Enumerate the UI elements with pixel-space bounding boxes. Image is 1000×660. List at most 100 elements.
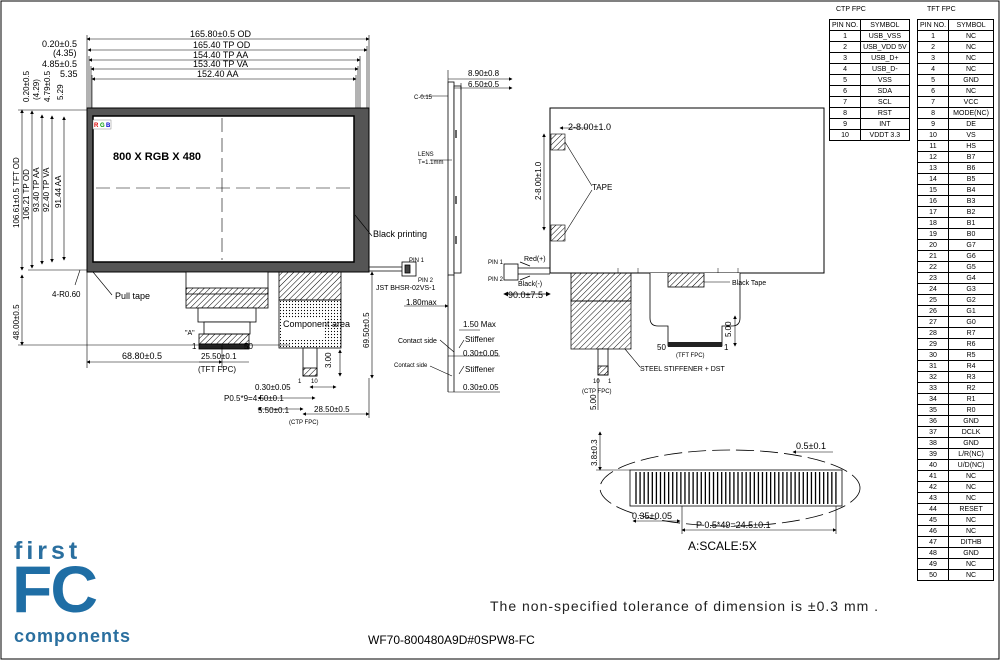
tft-symbol: B6: [948, 162, 995, 174]
tft-pin-no: 27: [916, 316, 950, 328]
tft-symbol: GND: [948, 547, 995, 559]
dim-left-2: (4.35): [53, 48, 77, 58]
tft-pin-no: 31: [916, 360, 950, 372]
back-tape-dim: 2-8.00±1.0: [568, 122, 611, 132]
tft-symbol: DITHB: [948, 536, 995, 548]
ctp-pin-no: 4: [828, 63, 862, 75]
tft-pin-no: 37: [916, 426, 950, 438]
stiffener-1: Stiffener: [465, 335, 495, 344]
tft-symbol: R3: [948, 371, 995, 383]
tft-symbol: NC: [948, 63, 995, 75]
tft-pin-no: 6: [916, 85, 950, 97]
ctp-pin-no: 3: [828, 52, 862, 64]
tft-symbol: R6: [948, 338, 995, 350]
connector-label: JST BHSR-02VS-1: [376, 285, 435, 292]
logo-fc: FC: [12, 552, 98, 626]
rgb-marker: R G B: [92, 119, 112, 130]
dim-vert-top-1: 0.20±0.5: [22, 70, 31, 102]
svg-text:B: B: [106, 123, 111, 129]
pin2-label: PIN 2: [418, 278, 434, 284]
tft-pin-no: 43: [916, 492, 950, 504]
dim-030-side-2: 0.30±0.05: [463, 383, 499, 392]
tft-pin-no: 44: [916, 503, 950, 515]
ctp-symbol: USB_D+: [860, 52, 910, 64]
ctp-pin-no: 2: [828, 41, 862, 53]
dim-width-5: 152.40 AA: [197, 69, 239, 79]
ctp-fpc-label: (CTP FPC): [289, 420, 319, 426]
center-lines: [96, 118, 350, 260]
pin10-back: 10: [593, 379, 600, 385]
ctp-pin-no: 1: [828, 30, 862, 42]
tft-symbol: B5: [948, 173, 995, 185]
dim-6950: 69.50±0.5: [362, 312, 371, 348]
red-wire: Red(+): [524, 256, 546, 263]
tft-pin-no: 20: [916, 239, 950, 251]
tft-symbol: G6: [948, 250, 995, 262]
ctp-pin-no: 6: [828, 85, 862, 97]
radius-label: 4-R0.60: [52, 290, 81, 299]
dim-500: 5.00: [724, 321, 733, 337]
front-view: 165.80±0.5 OD 165.40 TP OD 154.40 TP AA …: [12, 29, 435, 426]
lens-thickness: T=1.1mm: [418, 160, 444, 166]
logo-first: first: [14, 537, 82, 565]
tft-symbol: NC: [948, 492, 995, 504]
tape-label: TAPE: [592, 183, 612, 192]
side-view: 8.90±0.8 6.50±0.5 C-0.15 LENS T=1.1mm 1.…: [394, 69, 513, 393]
tft-pin-no: 33: [916, 382, 950, 394]
ctp-pin-no: 10: [828, 129, 862, 141]
tft-pin-no: 41: [916, 470, 950, 482]
tft-fpc-label: (TFT FPC): [198, 365, 236, 374]
contact-side-1: Contact side: [398, 338, 437, 345]
tft-fpc-tail: [185, 271, 269, 350]
tft-pin-no: 46: [916, 525, 950, 537]
tft-pin-no: 21: [916, 250, 950, 262]
dim-48: 48.00±0.5: [12, 304, 21, 340]
tft-symbol: B2: [948, 206, 995, 218]
tft-pin-no: 13: [916, 162, 950, 174]
tft-pin-no: 34: [916, 393, 950, 405]
tft-pin-no: 36: [916, 415, 950, 427]
tft-pin-no: 26: [916, 305, 950, 317]
dim-left-1: 0.20±0.5: [42, 39, 77, 49]
tft-symbol: G5: [948, 261, 995, 273]
dim-vert-top-2: (4.29): [32, 79, 41, 100]
steel-stiffener-label: STEEL STIFFENER + DST: [640, 366, 725, 373]
ctp-symbol: RST: [860, 107, 910, 119]
wire-connector: [369, 261, 417, 277]
ctp-symbol: VSS: [860, 74, 910, 86]
tft-pin-no: 11: [916, 140, 950, 152]
tft-fpc-title: TFT FPC: [927, 6, 956, 13]
dim-2850: 28.50±0.5: [314, 405, 350, 414]
black-tape-label: Black Tape: [732, 280, 766, 287]
ctp-fpc-title: CTP FPC: [836, 6, 866, 13]
ctp-pin-no: 5: [828, 74, 862, 86]
dim-height-4: 92.40 TP VA: [42, 167, 51, 212]
tft-pin-no: 5: [916, 74, 950, 86]
ctp-header-cell: PIN NO.: [828, 19, 862, 31]
tft-symbol: R1: [948, 393, 995, 405]
tft-pin-no: 4: [916, 63, 950, 75]
dim-width-4: 153.40 TP VA: [193, 59, 248, 69]
tft-pin-no: 12: [916, 151, 950, 163]
tft-pin-no: 9: [916, 118, 950, 130]
tft-pin-no: 15: [916, 184, 950, 196]
